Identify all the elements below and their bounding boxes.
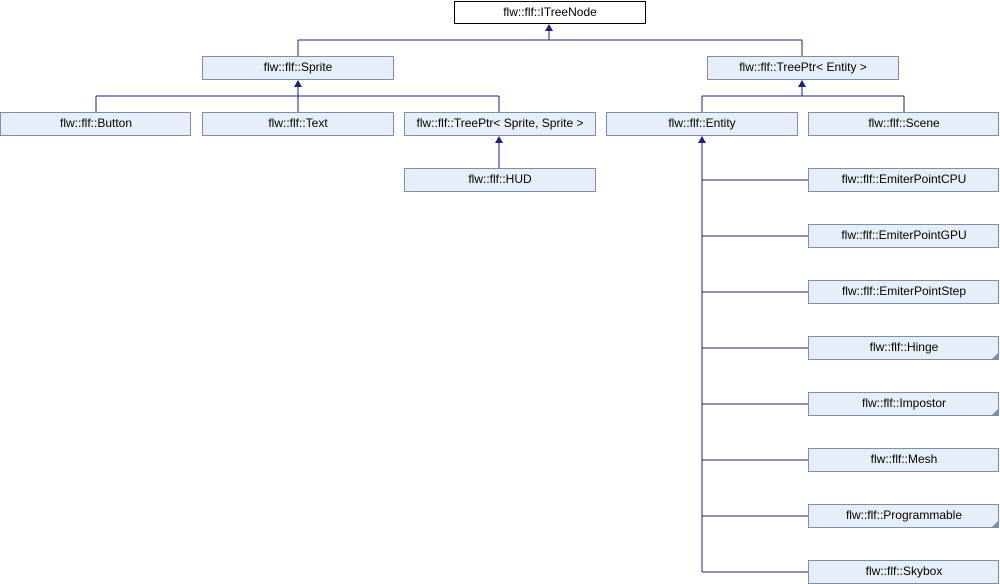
node-mesh[interactable]: flw::flf::Mesh	[808, 448, 999, 472]
node-programmable[interactable]: flw::flf::Programmable	[808, 504, 999, 528]
node-treeptr-entity[interactable]: flw::flf::TreePtr< Entity >	[707, 56, 899, 80]
node-root[interactable]: flw::flf::ITreeNode	[454, 1, 646, 24]
node-label: flw::flf::TreePtr< Entity >	[739, 60, 867, 74]
node-treeptr-sprite[interactable]: flw::flf::TreePtr< Sprite, Sprite >	[404, 112, 596, 136]
node-label: flw::flf::EmiterPointGPU	[841, 228, 966, 242]
arrow-treeptr-sprite	[495, 136, 503, 143]
node-skybox[interactable]: flw::flf::Skybox	[808, 560, 999, 584]
node-label: flw::flf::Button	[60, 116, 132, 130]
node-impostor[interactable]: flw::flf::Impostor	[808, 392, 999, 416]
node-entity[interactable]: flw::flf::Entity	[606, 112, 798, 136]
arrow-treeptr-entity	[798, 80, 806, 87]
node-emiter-point-step[interactable]: flw::flf::EmiterPointStep	[808, 280, 999, 304]
node-label: flw::flf::HUD	[468, 172, 532, 186]
node-label: flw::flf::Skybox	[866, 564, 943, 578]
arrow-entity	[698, 136, 706, 143]
node-label: flw::flf::Sprite	[264, 60, 333, 74]
node-label: flw::flf::TreePtr< Sprite, Sprite >	[417, 116, 584, 130]
node-label: flw::flf::Impostor	[862, 396, 946, 410]
node-label: flw::flf::EmiterPointStep	[842, 284, 966, 298]
more-indicator-icon	[992, 521, 998, 527]
arrow-sprite	[294, 80, 302, 87]
node-label: flw::flf::Scene	[868, 116, 940, 130]
node-sprite[interactable]: flw::flf::Sprite	[202, 56, 394, 80]
node-hud[interactable]: flw::flf::HUD	[404, 168, 596, 192]
node-label: flw::flf::Programmable	[846, 508, 962, 522]
arrow-root	[545, 24, 553, 31]
node-label: flw::flf::EmiterPointCPU	[842, 172, 967, 186]
node-label: flw::flf::Text	[268, 116, 328, 130]
node-label: flw::flf::Entity	[668, 116, 735, 130]
node-label: flw::flf::Mesh	[871, 452, 938, 466]
node-label: flw::flf::Hinge	[870, 340, 939, 354]
node-emiter-point-gpu[interactable]: flw::flf::EmiterPointGPU	[808, 224, 999, 248]
more-indicator-icon	[992, 409, 998, 415]
more-indicator-icon	[992, 353, 998, 359]
node-button[interactable]: flw::flf::Button	[0, 112, 191, 136]
node-hinge[interactable]: flw::flf::Hinge	[808, 336, 999, 360]
node-scene[interactable]: flw::flf::Scene	[808, 112, 999, 136]
node-emiter-point-cpu[interactable]: flw::flf::EmiterPointCPU	[808, 168, 999, 192]
node-text[interactable]: flw::flf::Text	[202, 112, 394, 136]
node-label: flw::flf::ITreeNode	[503, 5, 597, 19]
edges	[95, 24, 905, 573]
